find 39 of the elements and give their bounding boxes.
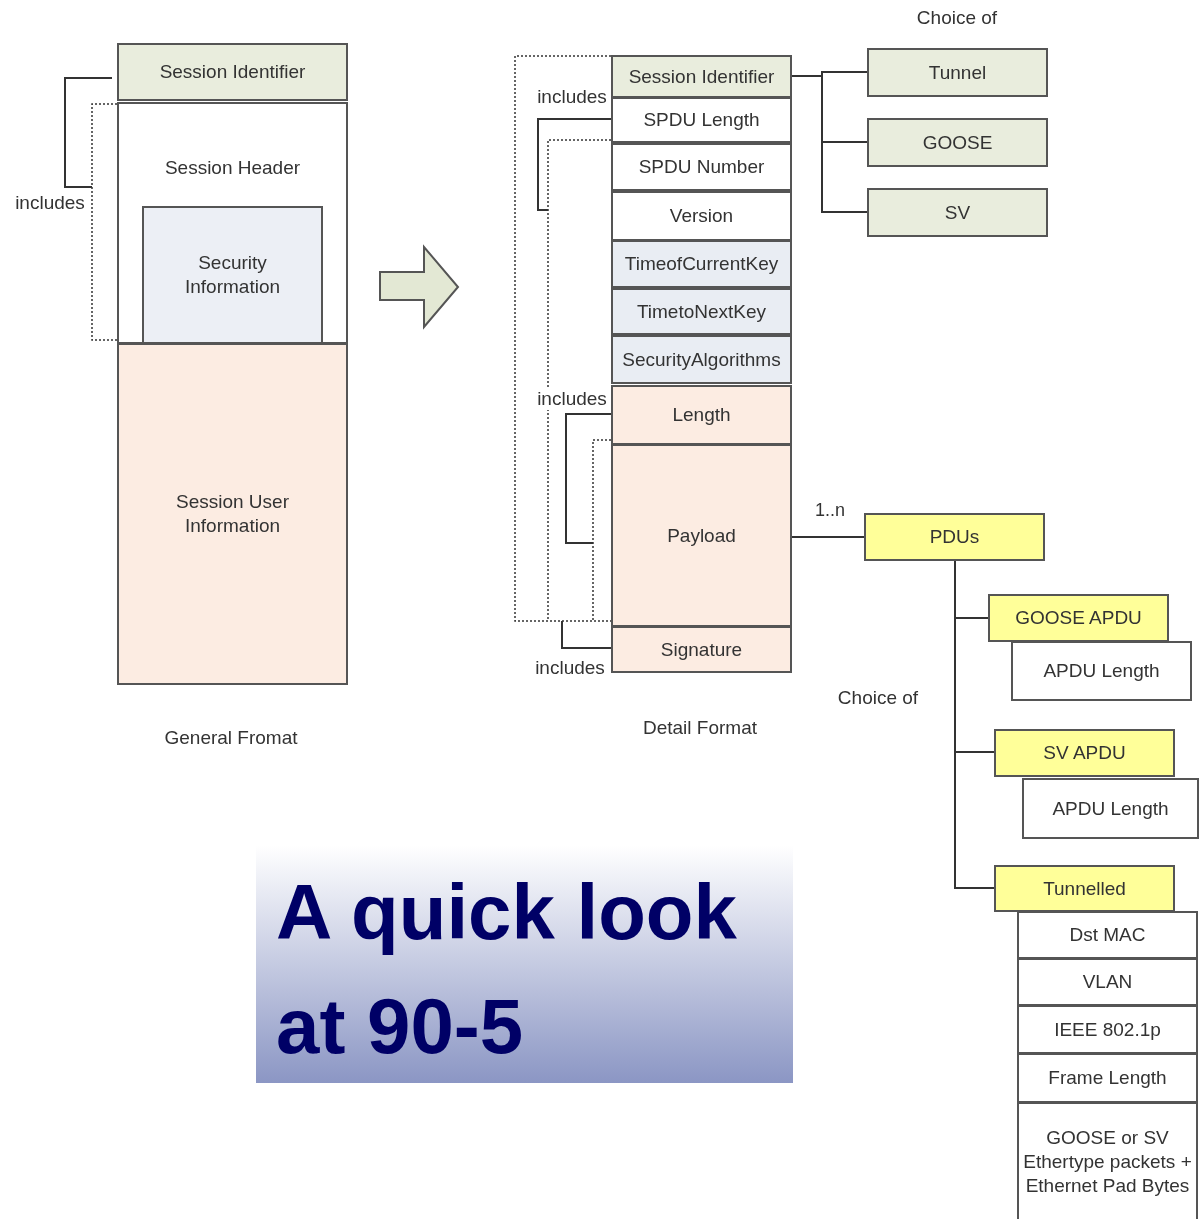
session-header-box: Session Header Security Information: [117, 102, 348, 344]
includes-label: includes: [15, 192, 85, 214]
field-box: IEEE 802.1p: [1017, 1005, 1198, 1054]
field-box: VLAN: [1017, 958, 1198, 1006]
field-box: SPDU Length: [611, 97, 792, 143]
connector-line: [954, 560, 995, 889]
field-box: GOOSE: [867, 118, 1048, 167]
field-box: TimetoNextKey: [611, 288, 792, 335]
pdu-box: PDUs: [864, 513, 1045, 561]
format-caption: Detail Format: [643, 717, 757, 739]
includes-label: includes: [535, 657, 605, 679]
field-box: GOOSE APDU: [988, 594, 1169, 642]
field-box: Length: [611, 385, 792, 445]
includes-label: includes: [537, 388, 607, 410]
field-box: Tunnelled: [994, 865, 1175, 912]
connector-line: [791, 75, 868, 213]
field-box: Session Identifier: [611, 55, 792, 98]
field-box: Version: [611, 191, 792, 241]
field-box: TimeofCurrentKey: [611, 240, 792, 288]
field-box: APDU Length: [1011, 641, 1192, 701]
field-box: SV: [867, 188, 1048, 237]
includes-label: includes: [537, 86, 607, 108]
choice-label: Choice of: [916, 7, 998, 29]
user-info-box: Session User Information: [117, 343, 348, 685]
field-box: Payload: [611, 444, 792, 627]
field-box: Session Identifier: [117, 43, 348, 101]
format-caption: General Fromat: [164, 727, 298, 749]
field-box: SV APDU: [994, 729, 1175, 777]
field-box: Signature: [611, 626, 792, 673]
field-box: SecurityAlgorithms: [611, 335, 792, 384]
security-info-box: Security Information: [142, 206, 323, 344]
field-box: Dst MAC: [1017, 911, 1198, 959]
field-box: APDU Length: [1022, 778, 1199, 839]
field-box: SPDU Number: [611, 143, 792, 191]
connector-line: [791, 536, 865, 538]
field-box: Tunnel: [867, 48, 1048, 97]
field-box: GOOSE or SV Ethertype packets + Ethernet Pad Bytes: [1017, 1102, 1198, 1219]
choice-label: Choice of: [837, 687, 919, 709]
field-box: Frame Length: [1017, 1053, 1198, 1103]
